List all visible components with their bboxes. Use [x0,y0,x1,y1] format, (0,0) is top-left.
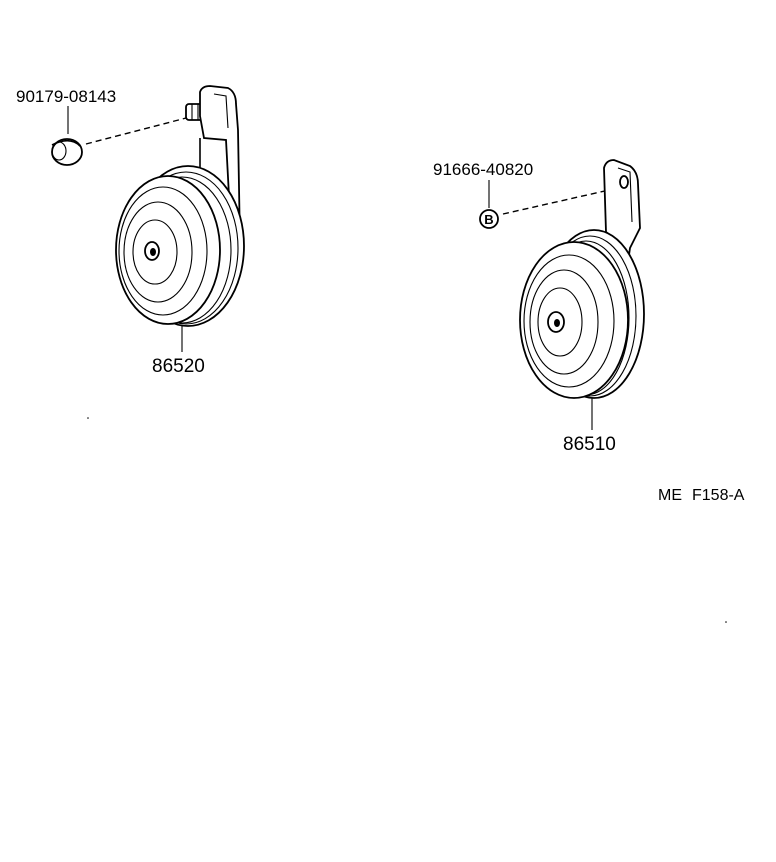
bolt-marker-letter: B [484,212,493,227]
horn-assembly-left: 90179-08143 [16,85,245,377]
scan-speck [87,417,89,419]
bolt-marker-right: B [479,209,499,229]
horn-body-right [519,229,645,399]
figure-code: ME F158-A [658,487,745,504]
part-number-nut-left: 90179-08143 [16,87,116,106]
horn-body-left [115,165,245,327]
horn-assembly-right: 91666-40820 B 86510 [433,159,645,455]
mounting-bracket-right [603,159,641,280]
flange-nut-left [51,138,83,166]
dashed-line-nut-to-stud [85,116,191,145]
dashed-line-bolt-to-bracket [502,187,619,215]
part-number-bolt-right: 91666-40820 [433,160,533,179]
part-number-horn-right: 86510 [563,434,616,455]
figure-code-id: F158-A [692,487,745,504]
scan-speck [725,621,727,623]
figure-code-prefix: ME [658,487,682,504]
part-number-horn-left: 86520 [152,356,205,377]
